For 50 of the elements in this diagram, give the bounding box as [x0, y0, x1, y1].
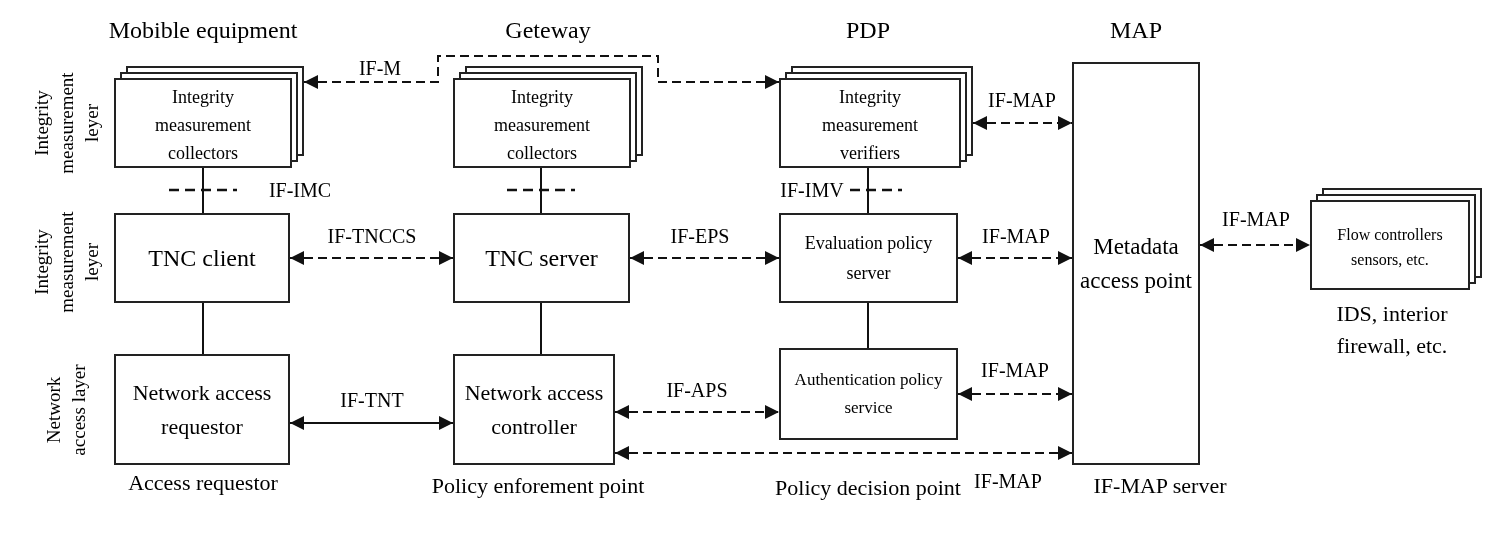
- dashed-arrow: [957, 251, 1073, 265]
- process-box: [779, 213, 958, 303]
- box-label: Flow controllers sensors, etc.: [1336, 225, 1444, 270]
- stacked-box: [453, 66, 643, 168]
- layer-label: Integrity measurement leyer: [29, 71, 103, 176]
- connector-line: [202, 167, 204, 214]
- arrow: [289, 416, 454, 430]
- dashed-arrow: [629, 251, 780, 265]
- node-caption: Access requestor: [127, 469, 279, 497]
- process-box: [453, 354, 615, 465]
- column-heading: PDP: [846, 16, 890, 45]
- process-box: [114, 213, 290, 303]
- layer-label: Integrity measurement leyer: [29, 210, 103, 315]
- box-label: Authentication policy service: [793, 369, 944, 419]
- box-label: Integrity measurement collectors: [154, 86, 252, 165]
- column-heading: Geteway: [505, 16, 591, 45]
- node-caption: IF-MAP server: [1092, 472, 1228, 500]
- box-label: Evaluation policy server: [803, 232, 934, 285]
- stacked-box: [779, 66, 973, 168]
- dashed-arrow: [303, 55, 780, 89]
- box-label: Integrity measurement verifiers: [821, 86, 919, 165]
- connector-line: [540, 167, 542, 214]
- layer-label: Network access layer: [42, 363, 90, 458]
- column-heading: Mobible equipment: [108, 16, 298, 45]
- process-box: [114, 354, 290, 465]
- box-label: TNC client: [148, 244, 256, 273]
- connector-line: [540, 302, 542, 355]
- stacked-box: [114, 66, 304, 168]
- dashed-arrow: [614, 405, 780, 419]
- process-box: [779, 348, 958, 440]
- node-caption: Policy enforement point: [430, 472, 646, 500]
- box-label: TNC server: [485, 244, 598, 273]
- box-label: Integrity measurement collectors: [493, 86, 591, 165]
- process-box: [453, 213, 630, 303]
- node-caption: Policy decision point: [774, 474, 962, 502]
- dashed-arrow: [289, 251, 454, 265]
- process-box: [1072, 62, 1200, 465]
- dashed-arrow: [614, 446, 1073, 460]
- connector-line: [867, 167, 869, 214]
- box-label: Network access requestor: [131, 378, 273, 441]
- stacked-box: [1310, 188, 1482, 290]
- dashed-arrow: [957, 387, 1073, 401]
- connector-line: [867, 302, 869, 349]
- box-label: Network access controller: [463, 378, 605, 441]
- connector-line: [202, 302, 204, 355]
- box-label: Metadata access point: [1079, 232, 1193, 295]
- column-heading: MAP: [1110, 16, 1162, 45]
- dashed-arrow: [972, 116, 1073, 130]
- node-caption: IDS, interior firewall, etc.: [1335, 300, 1449, 360]
- dashed-arrow: [1199, 238, 1311, 252]
